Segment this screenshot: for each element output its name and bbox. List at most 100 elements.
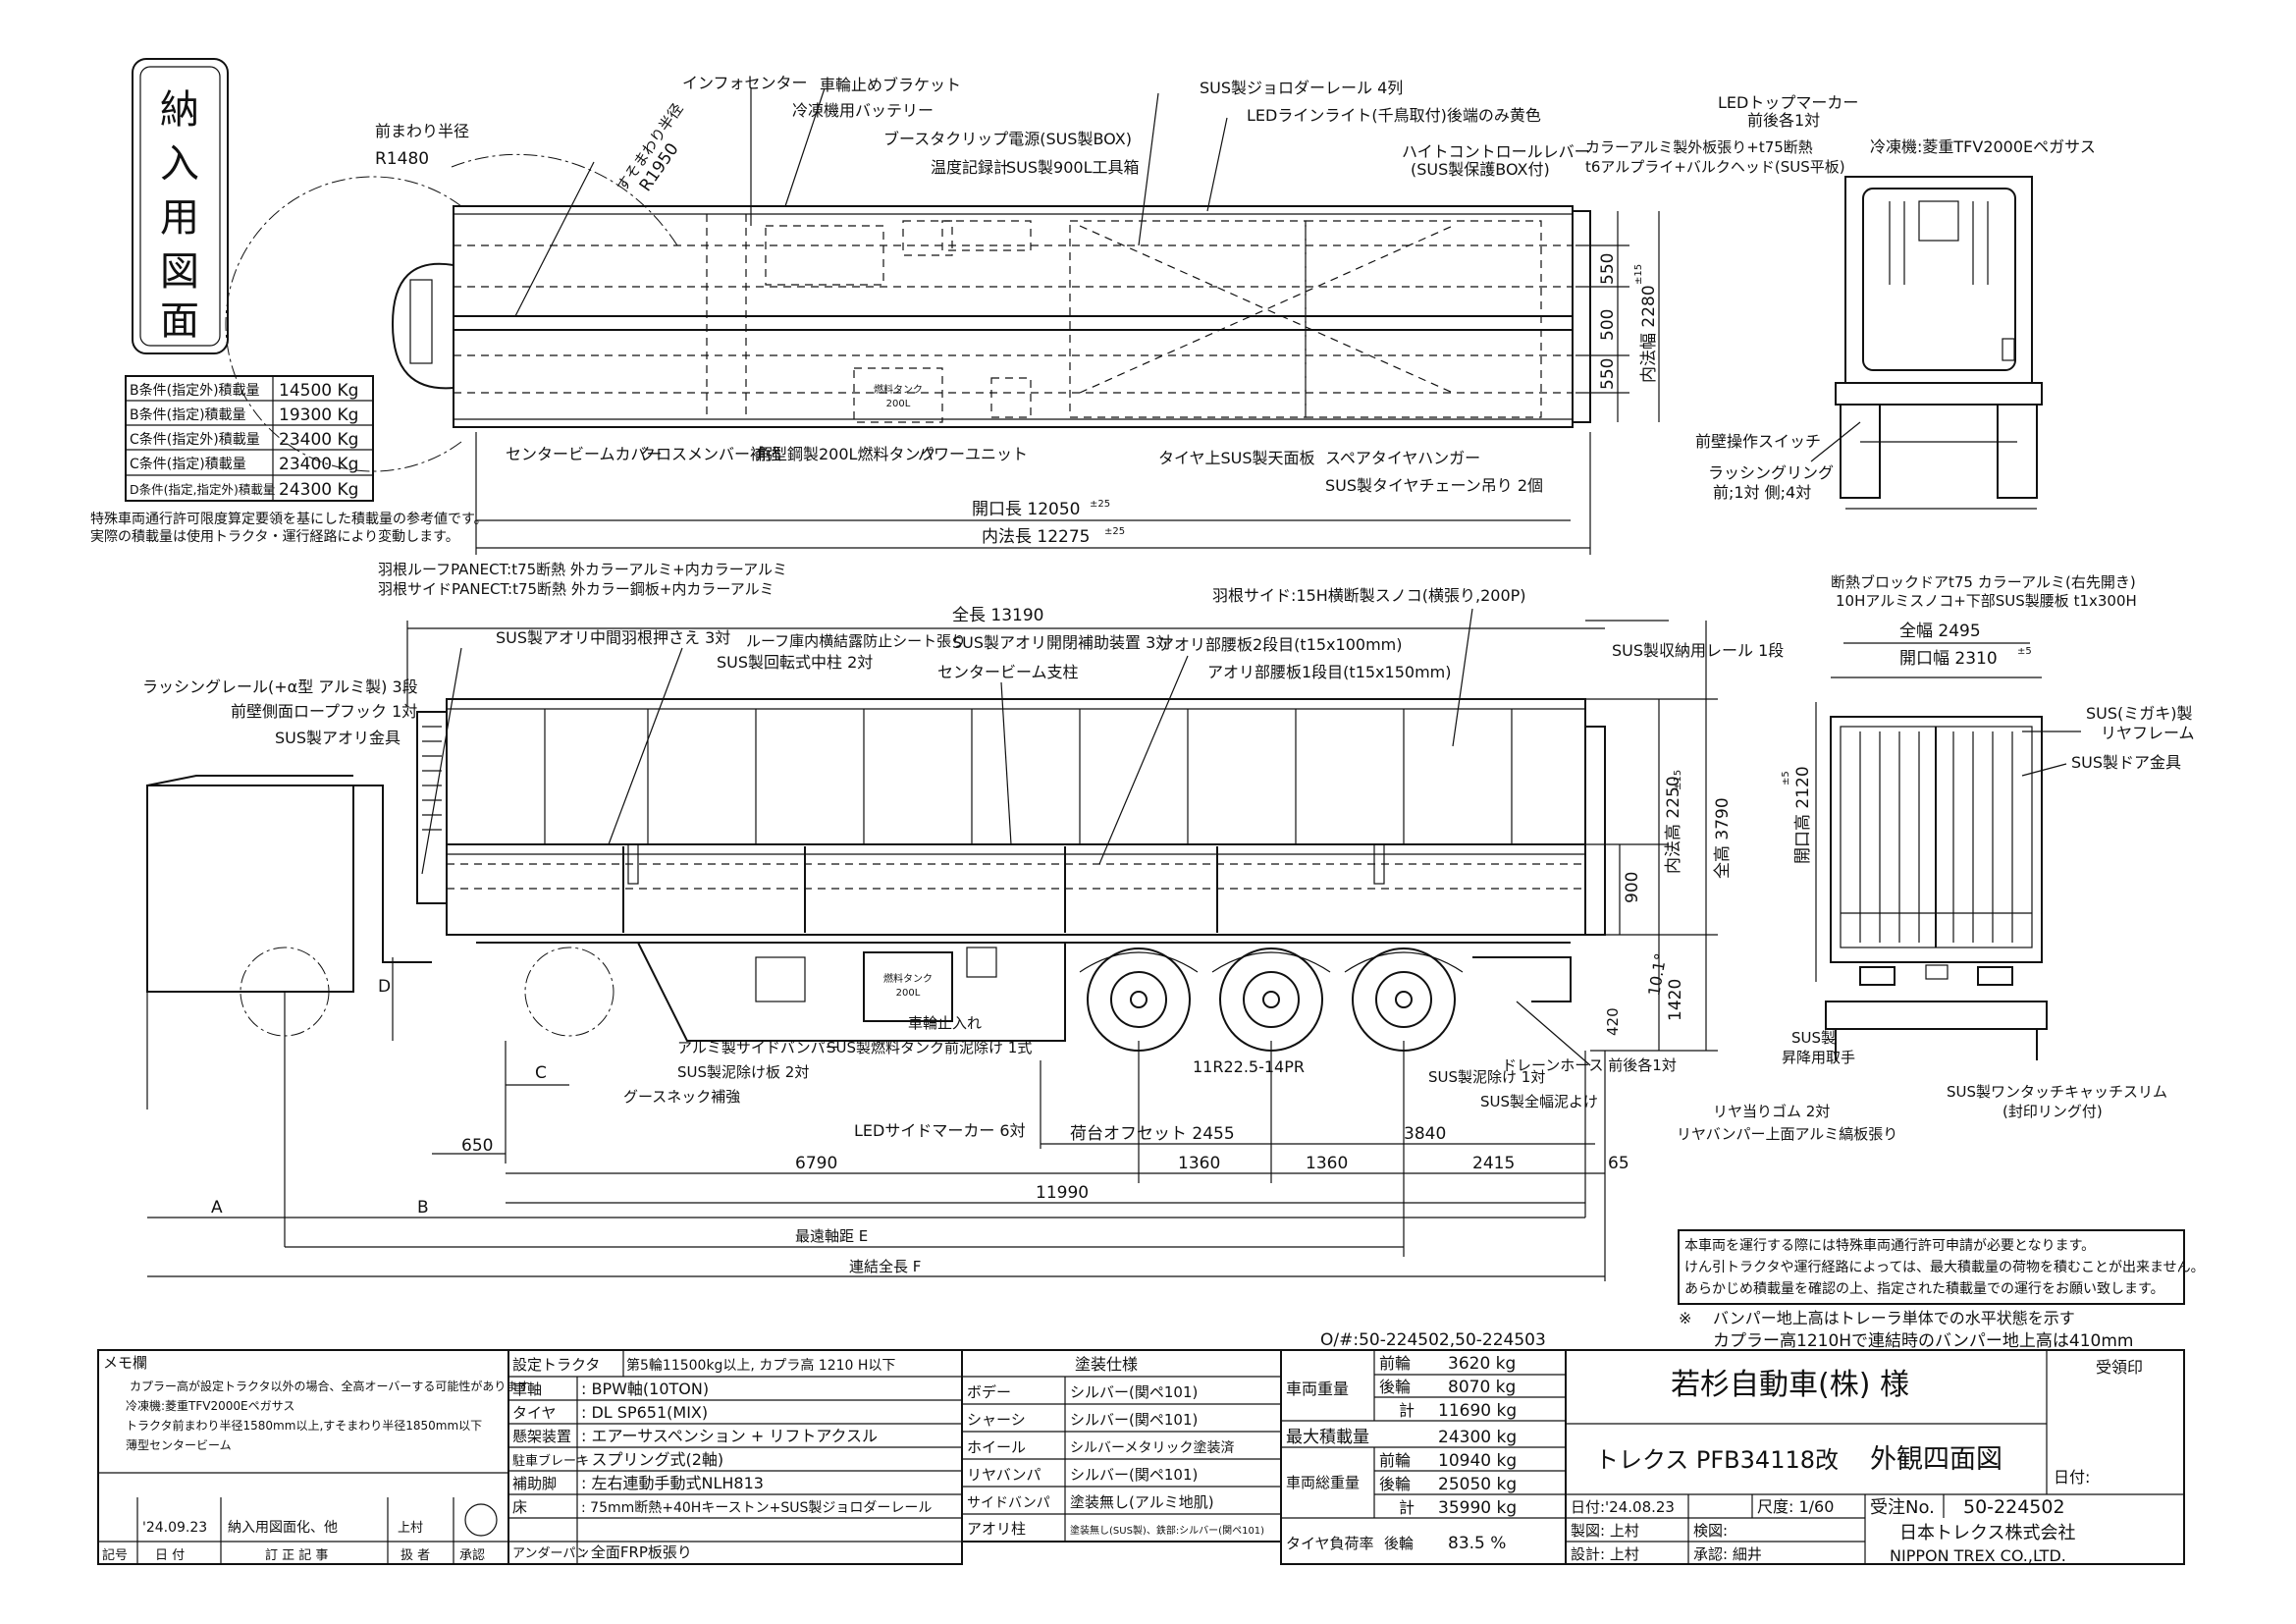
rear-catch-2: (封印リング付): [2002, 1103, 2103, 1120]
side-dim-F: 連結全長 F: [849, 1258, 921, 1275]
spec-value-7: : 全面FRP板張り: [581, 1543, 692, 1561]
load-value-4: 24300 Kg: [279, 480, 358, 500]
side-gooseneck: グースネック補強: [623, 1088, 740, 1106]
order-numbers: O/#:50-224502,50-224503: [1320, 1330, 1546, 1350]
paint-title: 塗装仕様: [1075, 1355, 1138, 1374]
side-dim-3790: 全高 3790: [1713, 797, 1733, 879]
revision-text: 納入用図面化、他: [228, 1520, 338, 1536]
spec-label-6: 床: [512, 1498, 527, 1516]
memo-title: メモ欄: [103, 1354, 147, 1372]
side-dim-A: A: [211, 1198, 223, 1218]
side-fuel-cap: 200L: [896, 988, 921, 999]
front-panel-1: カラーアルミ製外板張り+t75断熱: [1585, 138, 1813, 156]
front-reefer: 冷凍機:菱重TFV2000Eペガサス: [1870, 137, 2096, 156]
spec-value-2: : DL SP651(MIX): [581, 1403, 708, 1422]
approved-by: 承認: 細井: [1693, 1545, 1762, 1563]
side-dim-2250: 内法高 2250: [1664, 776, 1683, 874]
revision-by: 上村: [398, 1521, 423, 1536]
rear-step-2: 昇降用取手: [1782, 1049, 1855, 1066]
paint-part-3: リヤバンパ: [967, 1466, 1041, 1484]
load-label-1: B条件(指定)積載量: [130, 406, 246, 423]
side-dim-650: 650: [461, 1136, 493, 1156]
rear-open-h-tol: ±5: [1781, 771, 1791, 785]
side-roof-panel: 羽根ルーフPANECT:t75断熱 外カラーアルミ+内カラーアルミ: [378, 561, 787, 578]
model-name: トレクス PFB34118改: [1595, 1446, 1839, 1474]
side-tire: 11R22.5-14PR: [1193, 1057, 1305, 1076]
weights-gross-label: 車両総重量: [1286, 1474, 1360, 1491]
side-aori-metal: SUS製アオリ金具: [275, 729, 400, 747]
drawn-by: 製図: 上村: [1571, 1522, 1639, 1540]
side-dim-11990: 11990: [1036, 1183, 1089, 1203]
top-height-lever: ハイトコントロールレバー: [1402, 142, 1590, 161]
side-sus-mud: SUS製泥除け板 2対: [677, 1063, 809, 1081]
bumper-note-1: バンパー地上高はトレーラ単体での水平状態を示す: [1713, 1309, 2075, 1327]
side-total-len: 全長 13190: [952, 606, 1043, 625]
paint-spec-5: 塗装無し(SUS製)、鉄部:シルバー(関ペ101): [1070, 1524, 1264, 1537]
side-sus-rail: SUS製収納用レール 1段: [1612, 641, 1784, 660]
weights-front-1: 前輪: [1379, 1354, 1411, 1373]
side-drain: ドレーンホース 前後各1対: [1502, 1056, 1677, 1074]
top-fuel-cap: 200L: [886, 399, 911, 409]
paint-spec-0: シルバー(関ペ101): [1070, 1383, 1198, 1401]
memo-line-4: 薄型センタービーム: [126, 1437, 232, 1452]
top-info-center: インフォセンター: [682, 74, 808, 92]
side-rope-hook: 前壁側面ロープフック 1対: [231, 702, 417, 721]
top-dim-inner-len: 内法長 12275: [982, 527, 1090, 547]
spec-label-3: 懸架装置: [512, 1428, 571, 1445]
paint-spec-1: シルバー(関ペ101): [1070, 1411, 1198, 1429]
memo-line-2: 冷凍機:菱重TFV2000Eペガサス: [126, 1398, 294, 1413]
paint-spec-4: 塗装無し(アルミ地肌): [1070, 1493, 1214, 1511]
paint-part-0: ボデー: [967, 1383, 1011, 1401]
memo-line-3: トラクタ前まわり半径1580mm以上,すそまわり半径1850mm以下: [126, 1418, 482, 1433]
load-label-2: C条件(指定外)積載量: [130, 431, 260, 448]
side-sus-open: SUS製アオリ開閉補助装置 3対: [952, 633, 1171, 652]
paint-part-5: アオリ柱: [967, 1520, 1026, 1538]
delivery-stamp: 納 入 用 図 面: [132, 58, 229, 354]
side-dim-65: 65: [1608, 1154, 1629, 1173]
top-dim-500: 500: [1598, 309, 1618, 341]
side-aori2: アオリ部腰板2段目(t15x100mm): [1158, 635, 1402, 654]
side-dim-420: 420: [1604, 1007, 1622, 1036]
load-note-1: 特殊車両通行許可限度算定要領を基にした積載量の参考値です。: [90, 511, 488, 527]
weights-total-2: 計: [1399, 1498, 1415, 1517]
side-dim-1360a: 1360: [1178, 1154, 1220, 1173]
title-block: メモ欄 カプラー高が設定トラクタ以外の場合、全高オーバーする可能性があります 冷…: [97, 1349, 2185, 1565]
load-label-4: D条件(指定,指定外)積載量: [130, 482, 275, 497]
top-center-beam: センタービームカバー: [506, 445, 663, 463]
notice-2: けん引トラクタや運行経路によっては、最大積載量の荷物を積むことが出来ません。: [1684, 1260, 2205, 1275]
load-value-1: 19300 Kg: [279, 406, 358, 425]
load-note-2: 実際の積載量は使用トラクタ・運行経路により変動します。: [90, 528, 459, 545]
weights-max-load-label: 最大積載量: [1286, 1428, 1369, 1447]
front-panel-2: t6アルプライ+バルクヘッド(SUS平板): [1585, 158, 1845, 176]
side-side-panel: 羽根サイドPANECT:t75断熱 外カラー鋼板+内カラーアルミ: [378, 580, 774, 598]
top-temp-recorder: 温度記録計: [931, 158, 1009, 177]
top-dim-550a: 550: [1598, 253, 1618, 285]
weights-tire-rate-label: タイヤ負荷率: [1286, 1535, 1374, 1552]
approval-seal: [464, 1503, 498, 1537]
rear-total-w: 全幅 2495: [1899, 622, 1981, 641]
side-lashing-rail: ラッシングレール(+α型 アルミ製) 3段: [142, 677, 418, 696]
stamp-char-2: 入: [160, 141, 199, 187]
top-dim-550b: 550: [1598, 358, 1618, 390]
receive-seal-label: 受領印: [2096, 1358, 2143, 1377]
weights-rear-2: 後輪: [1379, 1475, 1411, 1493]
top-height-lever-2: (SUS製保護BOX付): [1411, 160, 1550, 179]
memo-line-1: カプラー高が設定トラクタ以外の場合、全高オーバーする可能性があります: [130, 1379, 529, 1393]
top-front-radius-val: R1480: [375, 149, 429, 169]
side-fuel-protect: SUS製燃料タンク前泥除け 1式: [827, 1039, 1032, 1056]
weights-vehicle-label: 車両重量: [1286, 1380, 1349, 1398]
rear-step: SUS製: [1791, 1029, 1836, 1047]
spec-value-1: : BPW軸(10TON): [581, 1380, 709, 1398]
side-sus-pillar: SUS製回転式中柱 2対: [717, 653, 873, 672]
rear-open-w: 開口幅 2310: [1899, 649, 1998, 669]
side-aori1: アオリ部腰板1段目(t15x150mm): [1207, 663, 1451, 681]
front-led-top: LEDトップマーカー: [1718, 93, 1858, 112]
rev-head-3: 扱 者: [400, 1548, 430, 1563]
rev-head-0: 記号: [102, 1547, 128, 1563]
front-view: LEDトップマーカー 前後各1対 カラーアルミ製外板張り+t75断熱 t6アルプ…: [1585, 93, 2096, 510]
paint-spec-3: シルバー(関ペ101): [1070, 1466, 1198, 1484]
stamp-char-1: 納: [160, 87, 199, 133]
rev-head-1: 日 付: [155, 1548, 185, 1563]
rear-door-1: 断熱ブロックドアt75 カラーアルミ(右先開き): [1831, 573, 2136, 591]
paint-part-2: ホイール: [967, 1438, 1026, 1456]
